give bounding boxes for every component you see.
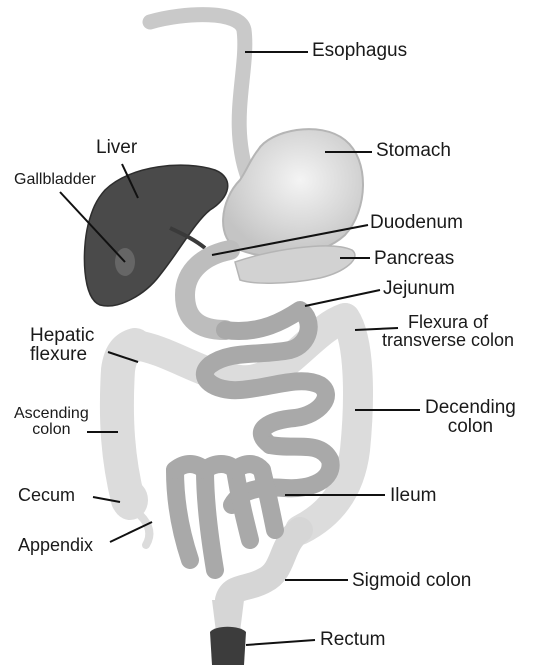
leader-rectum [246, 640, 315, 645]
liver-organ [84, 165, 227, 306]
label-pancreas: Pancreas [374, 249, 454, 268]
label-descending-colon: Decending colon [425, 398, 516, 436]
label-jejunum: Jejunum [383, 279, 455, 298]
ascending-colon-organ [117, 345, 135, 500]
rectum-organ [210, 627, 246, 665]
label-esophagus: Esophagus [312, 41, 407, 60]
label-ascending-colon: Ascending colon [14, 406, 89, 438]
label-appendix: Appendix [18, 536, 93, 554]
esophagus-organ [150, 15, 252, 190]
label-stomach: Stomach [376, 141, 451, 160]
label-hepatic-flexure: Hepatic flexure [30, 326, 94, 364]
label-gallbladder: Gallbladder [14, 172, 96, 188]
label-duodenum: Duodenum [370, 213, 463, 232]
duodenum-organ [185, 250, 230, 330]
label-cecum: Cecum [18, 486, 75, 504]
label-rectum: Rectum [320, 630, 385, 649]
appendix-organ [140, 515, 149, 545]
label-liver: Liver [96, 138, 137, 157]
sigmoid-colon-organ [228, 530, 300, 600]
label-flexura-transverse: Flexura of transverse colon [382, 313, 514, 349]
label-sigmoid-colon: Sigmoid colon [352, 571, 471, 590]
label-ileum: Ileum [390, 486, 436, 505]
